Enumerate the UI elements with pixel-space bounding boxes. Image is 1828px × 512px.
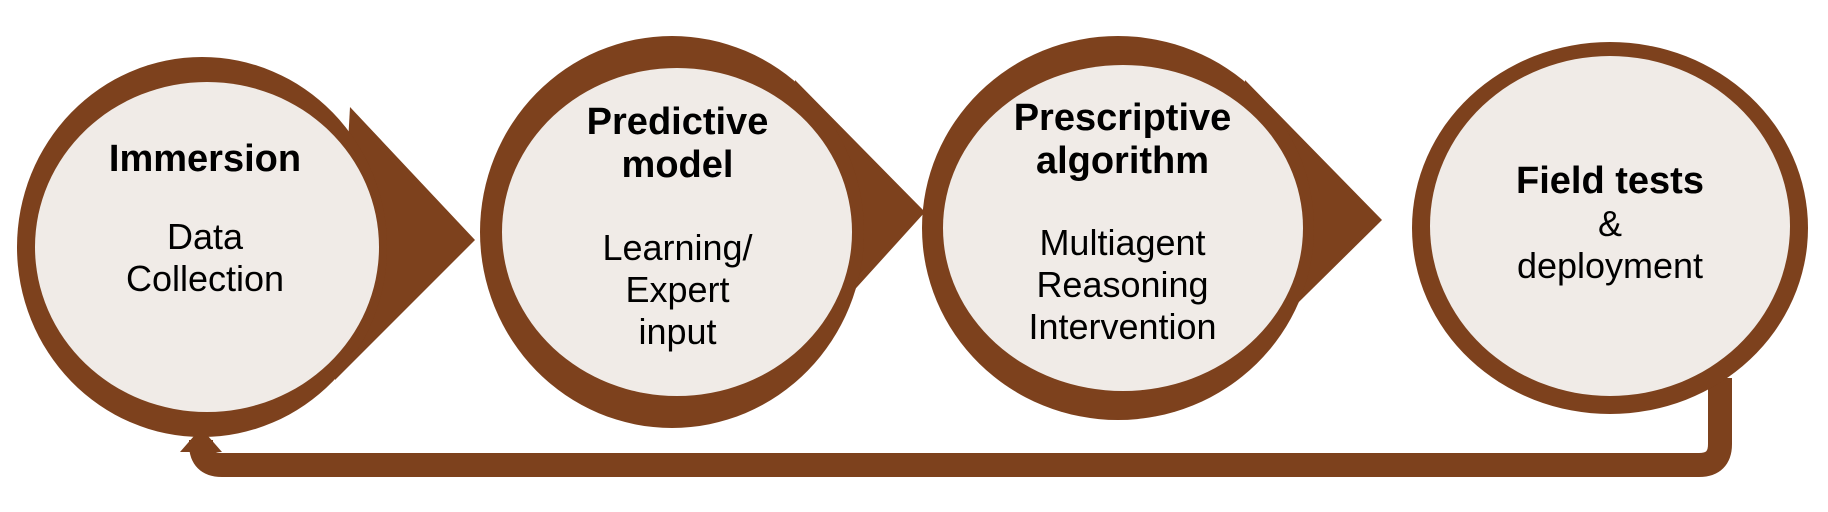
stage-disc [1430, 56, 1790, 396]
stage-3-title: Prescriptive algorithm [1013, 97, 1232, 182]
stage-prescriptive-algorithm [922, 36, 1382, 420]
stage-field-tests [1412, 42, 1808, 414]
stage-4-text: Field tests & deployment [1450, 160, 1770, 287]
stage-1-text: Immersion Data Collection [40, 138, 370, 300]
stage-3-text: Prescriptive algorithm Multiagent Reason… [960, 97, 1285, 348]
stage-3-body: Multiagent Reasoning Intervention [1028, 222, 1217, 347]
stage-4-body: & deployment [1516, 203, 1704, 286]
stage-2-text: Predictive model Learning/ Expert input [520, 101, 835, 353]
feedback-loop-line [189, 378, 1732, 477]
stage-disc [943, 65, 1303, 391]
stage-disc [502, 68, 852, 396]
stage-4-title: Field tests [1516, 160, 1704, 202]
stage-predictive-model [480, 36, 925, 428]
stage-disc [35, 82, 379, 412]
feedback-loop-arrowhead [180, 428, 222, 452]
stage-2-body: Learning/ Expert input [602, 227, 753, 352]
stage-1-title: Immersion [108, 138, 302, 180]
stage-immersion [17, 57, 475, 437]
stage-2-title: Predictive model [586, 101, 769, 186]
stage-1-body: Data Collection [125, 216, 285, 299]
